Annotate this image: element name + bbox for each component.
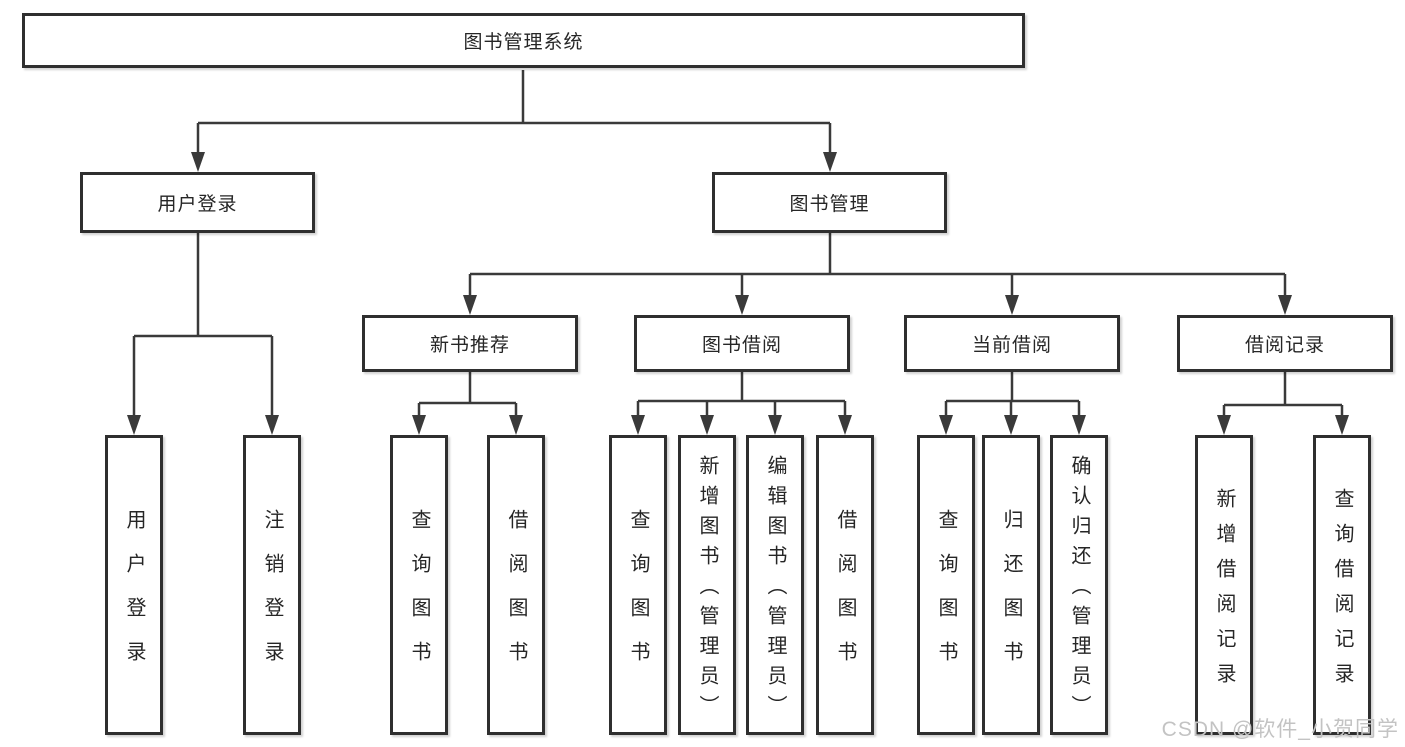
leaf-query-books-borrow: 查询图书 <box>609 435 667 735</box>
leaf-label: 查询借阅记录 <box>1331 487 1353 698</box>
connector-book-borrow-to-leaves <box>636 372 847 424</box>
leaf-query-books-recommend: 查询图书 <box>390 435 448 735</box>
node-new-book-recommend: 新书推荐 <box>362 315 578 372</box>
leaf-label: 查询图书 <box>627 509 649 685</box>
leaf-logout-login: 注销登录 <box>243 435 301 735</box>
leaf-query-borrow-record: 查询借阅记录 <box>1313 435 1371 735</box>
node-label: 图书管理 <box>789 194 870 215</box>
node-label: 图书管理系统 <box>463 32 584 53</box>
node-library-management-system: 图书管理系统 <box>22 13 1025 68</box>
connector-user-login-to-leaves <box>132 233 274 424</box>
connector-book-mgmt-to-level3 <box>468 233 1287 304</box>
node-label: 图书借阅 <box>701 335 782 356</box>
leaf-label: 新增借阅记录 <box>1213 487 1235 698</box>
leaf-borrow-books-recommend: 借阅图书 <box>487 435 545 735</box>
node-label: 新书推荐 <box>429 335 510 356</box>
leaf-return-books: 归还图书 <box>982 435 1040 735</box>
leaf-confirm-return-admin: 确认归还（管理员） <box>1050 435 1108 735</box>
node-book-borrow: 图书借阅 <box>634 315 850 372</box>
leaf-add-borrow-record: 新增借阅记录 <box>1195 435 1253 735</box>
connector-current-borrow-to-leaves <box>944 372 1081 424</box>
leaf-label: 查询图书 <box>408 509 430 685</box>
leaf-label: 借阅图书 <box>505 509 527 685</box>
leaf-label: 查询图书 <box>935 509 957 685</box>
node-book-management: 图书管理 <box>712 172 947 233</box>
node-label: 借阅记录 <box>1244 335 1325 356</box>
node-borrow-records: 借阅记录 <box>1177 315 1393 372</box>
leaf-label: 用户登录 <box>123 509 145 685</box>
leaf-label: 注销登录 <box>261 509 283 685</box>
connector-root-to-level2 <box>196 70 832 162</box>
leaf-add-books-admin: 新增图书（管理员） <box>678 435 736 735</box>
watermark-text: CSDN @软件_小贺同学 <box>1161 718 1399 741</box>
connector-new-book-to-leaves <box>417 372 518 424</box>
node-label: 当前借阅 <box>971 335 1052 356</box>
node-user-login: 用户登录 <box>80 172 315 233</box>
leaf-query-books-current: 查询图书 <box>917 435 975 735</box>
leaf-edit-books-admin: 编辑图书（管理员） <box>746 435 804 735</box>
node-current-borrow: 当前借阅 <box>904 315 1120 372</box>
connector-borrow-records-to-leaves <box>1222 372 1344 424</box>
leaf-label: 确认归还（管理员） <box>1068 455 1090 725</box>
leaf-borrow-books: 借阅图书 <box>816 435 874 735</box>
leaf-user-login: 用户登录 <box>105 435 163 735</box>
leaf-label: 编辑图书（管理员） <box>764 455 786 725</box>
leaf-label: 新增图书（管理员） <box>696 455 718 725</box>
node-label: 用户登录 <box>157 194 238 215</box>
leaf-label: 借阅图书 <box>834 509 856 685</box>
leaf-label: 归还图书 <box>1000 509 1022 685</box>
